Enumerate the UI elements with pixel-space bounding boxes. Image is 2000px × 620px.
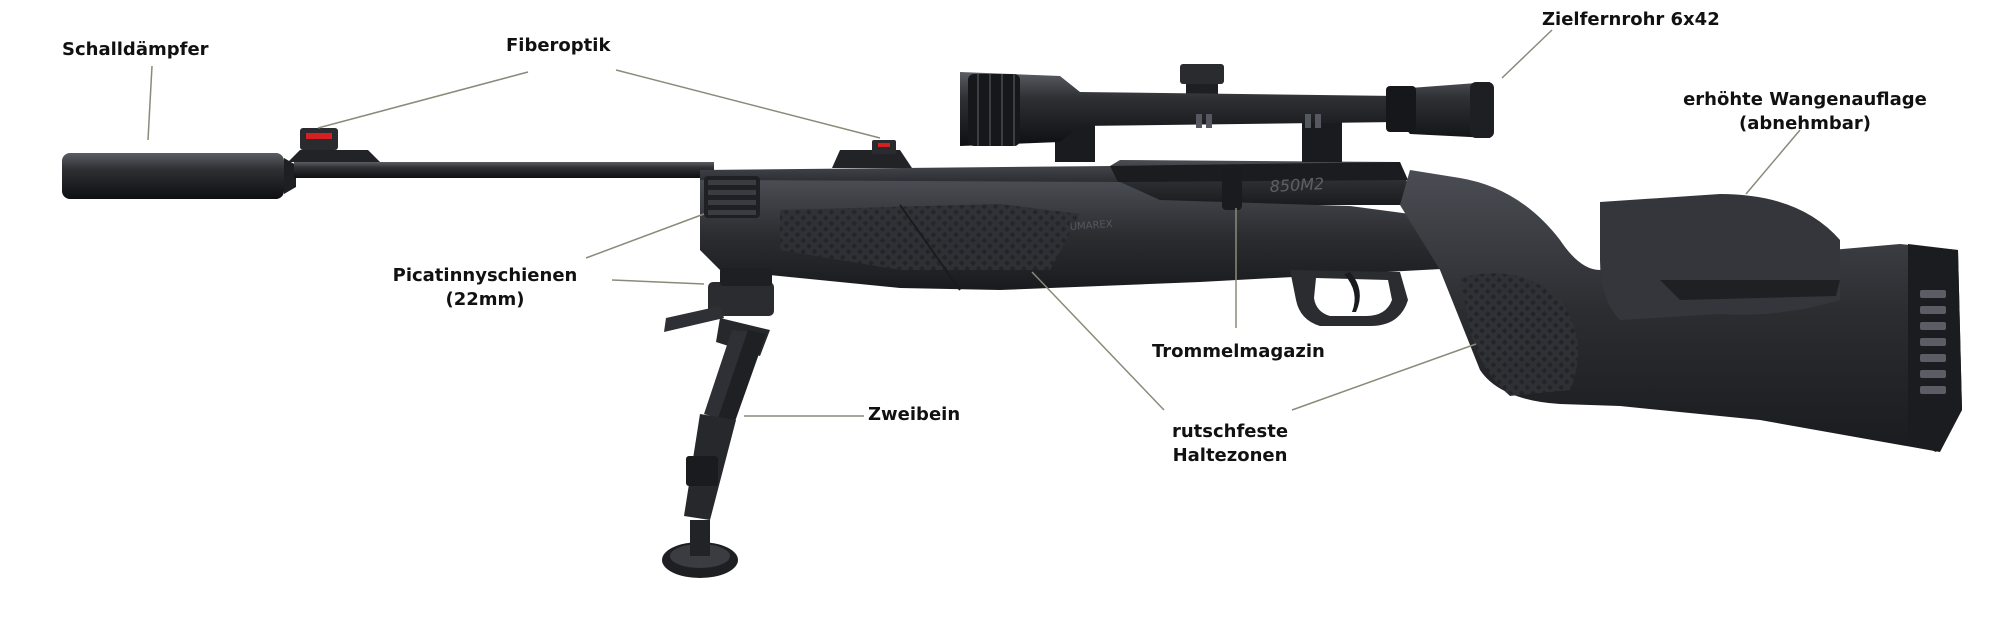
- picatinny-rail: [704, 176, 760, 218]
- label-cheek-rest-line1: erhöhte Wangenauflage: [1683, 89, 1927, 110]
- label-grip-zones-line1: rutschfeste: [1171, 421, 1289, 442]
- barrel: [294, 162, 714, 178]
- label-grip-zones-line2: Haltezonen: [1172, 445, 1288, 466]
- leader-silencer: [147, 65, 153, 141]
- brand-engraving: UMAREX: [1069, 219, 1113, 233]
- label-cheek-rest-line2: (abnehmbar): [1739, 113, 1871, 134]
- front-fiber-sight: [288, 128, 380, 162]
- leader-lines: [147, 29, 1801, 417]
- label-silencer: Schalldämpfer: [62, 39, 209, 60]
- leader-fiber-front: [317, 71, 529, 129]
- leader-grip-forend: [1031, 271, 1165, 411]
- bipod: [662, 268, 774, 578]
- label-picatinny: Picatinnyschienen (22mm): [390, 264, 580, 312]
- leader-fiber-rear: [615, 69, 881, 139]
- leader-cheek-rest: [1745, 129, 1801, 195]
- forend-grip-texture: [780, 204, 1080, 270]
- cheek-rest: [1600, 194, 1840, 320]
- rear-fiber-sight: [832, 140, 912, 168]
- leader-grip-stock: [1291, 343, 1477, 411]
- label-grip-zones: rutschfeste Haltezonen: [1160, 420, 1300, 468]
- label-scope: Zielfernrohr 6x42: [1542, 9, 1720, 30]
- label-cheek-rest: erhöhte Wangenauflage (abnehmbar): [1680, 88, 1930, 136]
- label-fiber-optic: Fiberoptik: [506, 35, 611, 56]
- silencer: [62, 153, 296, 199]
- trigger-assembly: [1290, 270, 1408, 326]
- drum-magazine: [1222, 168, 1242, 210]
- leader-scope: [1501, 29, 1553, 79]
- label-bipod: Zweibein: [868, 404, 961, 425]
- label-picatinny-line2: (22mm): [445, 289, 525, 310]
- model-engraving: 850M2: [1269, 174, 1324, 196]
- label-drum-magazine: Trommelmagazin: [1152, 341, 1325, 362]
- pistol-grip-texture: [1460, 273, 1578, 396]
- riflescope: [960, 64, 1494, 162]
- butt-pad: [1908, 244, 1962, 452]
- leader-picatinny-bottom: [611, 279, 705, 285]
- label-picatinny-line1: Picatinnyschienen: [392, 265, 578, 286]
- leader-picatinny-top: [585, 213, 705, 259]
